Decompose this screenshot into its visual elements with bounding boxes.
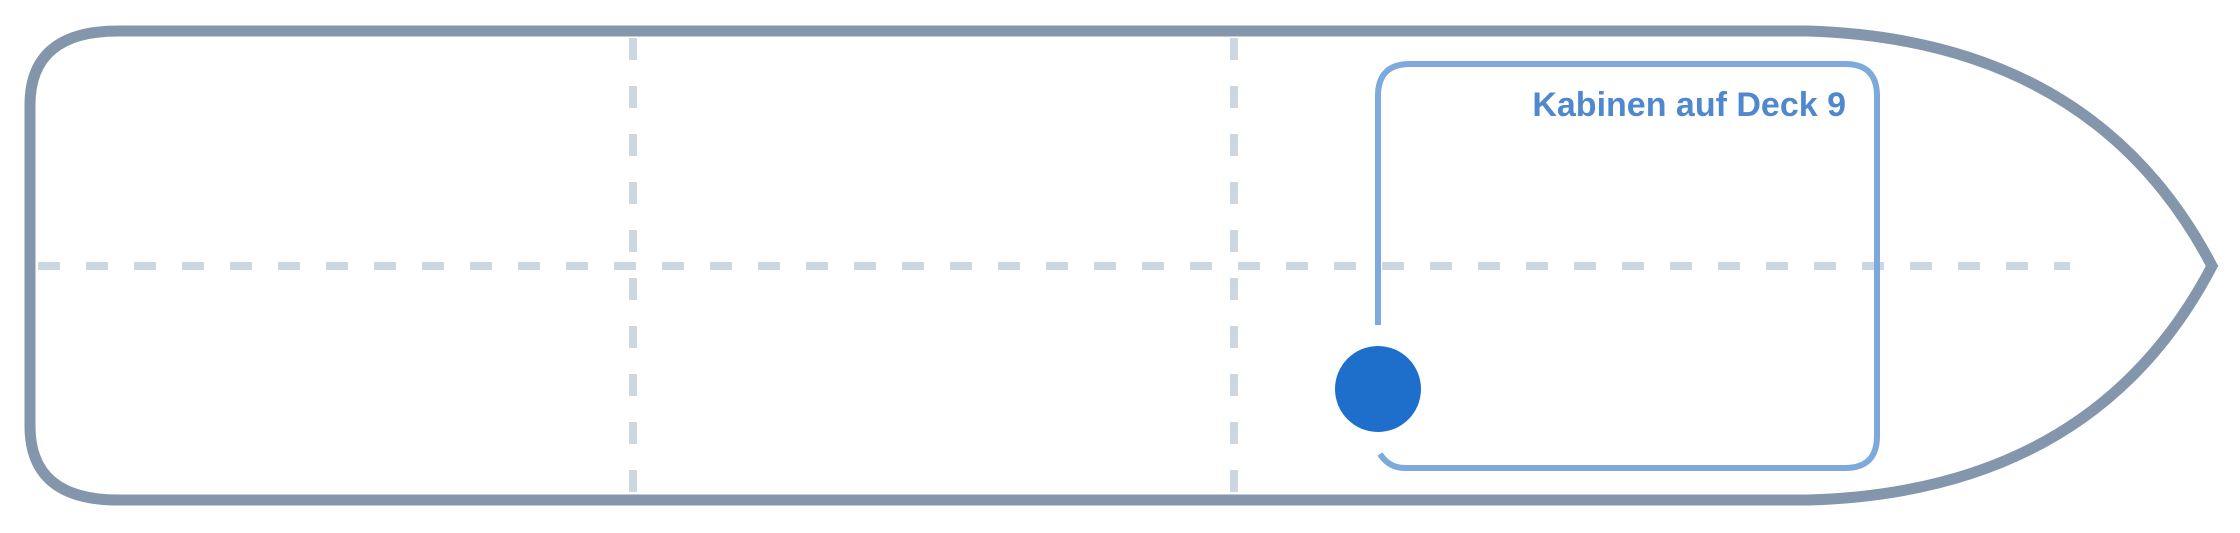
location-dot-icon[interactable]	[1335, 346, 1421, 432]
ship-hull-outline	[24, 25, 2219, 506]
cabin-section-outline[interactable]	[1375, 61, 1880, 471]
cabin-section-label: Kabinen auf Deck 9	[1532, 86, 1846, 124]
